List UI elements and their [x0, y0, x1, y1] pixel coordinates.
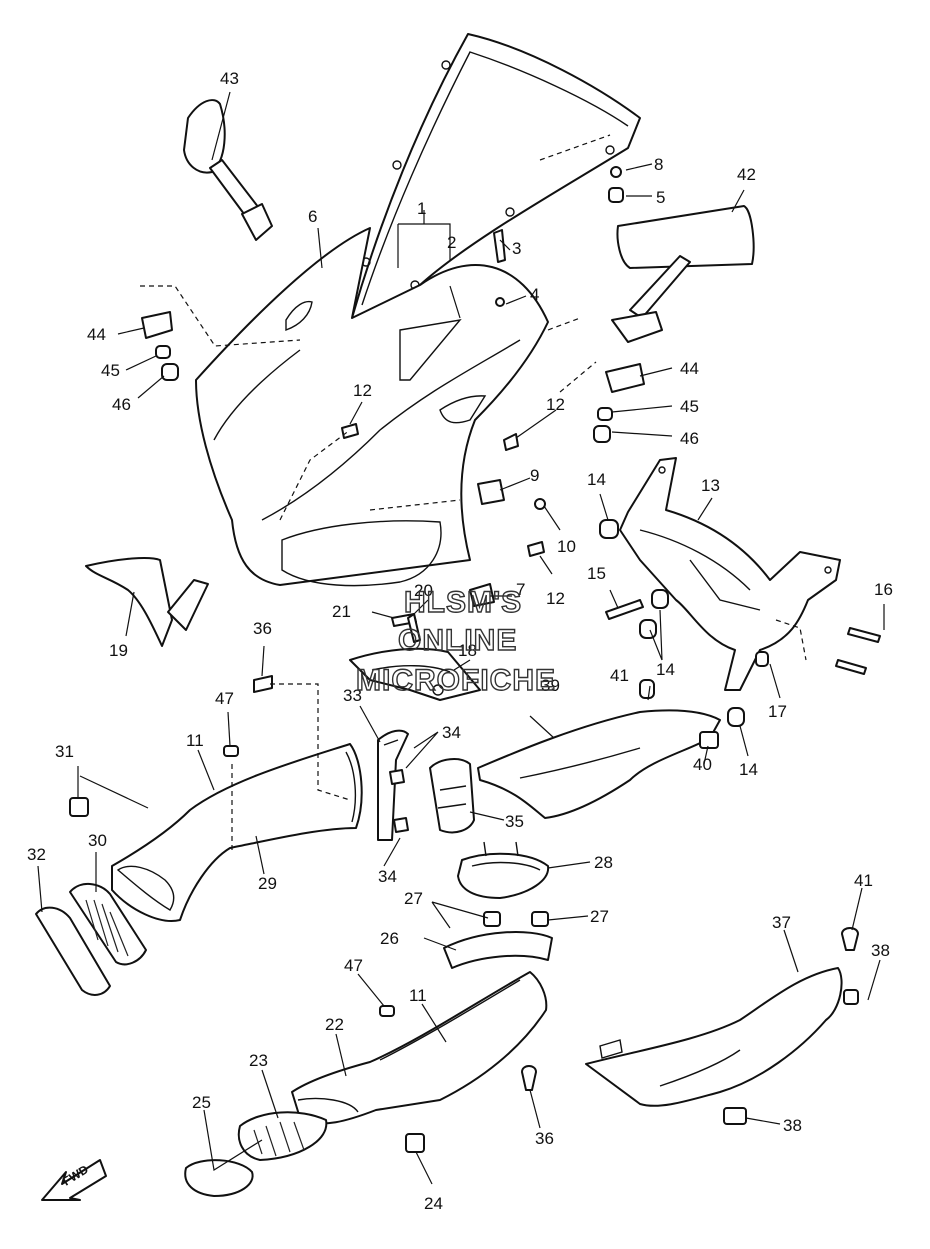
callout-16: 16	[874, 580, 893, 599]
air-duct-22	[291, 971, 548, 1125]
callout-34a: 34	[442, 723, 461, 742]
callout-31: 31	[55, 742, 74, 761]
callout-26: 26	[380, 929, 399, 948]
callout-39: 39	[541, 676, 560, 695]
callout-1: 1	[417, 199, 426, 218]
callout-labels: 1 2 3 4 5 6 7 8 9 10 11 11 12 12 12 13 1…	[27, 69, 893, 1213]
clips-27	[483, 911, 549, 927]
callout-14b: 14	[656, 660, 675, 679]
callout-32: 32	[27, 845, 46, 864]
callout-12b: 12	[546, 395, 565, 414]
callout-43: 43	[220, 69, 239, 88]
callout-44a: 44	[87, 325, 106, 344]
rivets	[223, 675, 859, 1091]
reference-lines	[140, 134, 807, 850]
callout-10: 10	[557, 537, 576, 556]
callout-33: 33	[343, 686, 362, 705]
duct-plate-35	[429, 758, 475, 834]
callout-46a: 46	[112, 395, 131, 414]
callout-30: 30	[88, 831, 107, 850]
callout-23: 23	[249, 1051, 268, 1070]
callout-9: 9	[530, 466, 539, 485]
callout-24: 24	[424, 1194, 443, 1213]
cowling-stay-bracket	[619, 457, 841, 691]
callout-14c: 14	[739, 760, 758, 779]
callout-44b: 44	[680, 359, 699, 378]
callout-5: 5	[656, 188, 665, 207]
inner-panel-39	[477, 679, 721, 819]
callout-35: 35	[505, 812, 524, 831]
callout-14a: 14	[587, 470, 606, 489]
callout-47b: 47	[344, 956, 363, 975]
side-cover-19	[85, 557, 209, 647]
bracket-7	[469, 583, 495, 607]
callout-3: 3	[512, 239, 521, 258]
watermark-line-1: HLSM'S	[404, 586, 522, 619]
callout-4: 4	[530, 285, 539, 304]
callout-8: 8	[654, 155, 663, 174]
callout-11b: 11	[409, 986, 427, 1005]
duct-cover-33	[377, 729, 409, 841]
callout-7: 7	[516, 580, 525, 599]
callout-12c: 12	[546, 589, 565, 608]
callout-38b: 38	[783, 1116, 802, 1135]
callout-41a: 41	[610, 666, 629, 685]
seal-25	[184, 1159, 254, 1197]
callout-2: 2	[447, 233, 456, 252]
watermark: HLSM'S ONLINE MICROFICHE	[355, 585, 556, 697]
callout-45b: 45	[680, 397, 699, 416]
duct-grille-30	[69, 883, 147, 966]
callout-20: 20	[414, 581, 433, 600]
callout-21: 21	[332, 602, 351, 621]
callout-42: 42	[737, 165, 756, 184]
callout-19: 19	[109, 641, 128, 660]
seal-32	[35, 906, 111, 996]
callout-17: 17	[768, 702, 787, 721]
callout-46b: 46	[680, 429, 699, 448]
callout-36a: 36	[253, 619, 272, 638]
callout-27a: 27	[404, 889, 423, 908]
callout-11a: 11	[186, 731, 204, 750]
callout-38a: 38	[871, 941, 890, 960]
callout-28: 28	[594, 853, 613, 872]
screw-21-20	[391, 613, 421, 643]
callout-6: 6	[308, 207, 317, 226]
seal-26	[443, 931, 553, 969]
seal-28	[457, 841, 550, 899]
callout-13: 13	[701, 476, 720, 495]
callout-41b: 41	[854, 871, 873, 890]
clip-31	[69, 797, 89, 817]
callout-27b: 27	[590, 907, 609, 926]
callout-22: 22	[325, 1015, 344, 1034]
clip-24	[405, 1133, 425, 1153]
callout-15: 15	[587, 564, 606, 583]
windscreen	[351, 33, 641, 321]
leader-lines	[37, 91, 885, 1185]
callout-34b: 34	[378, 867, 397, 886]
callout-47a: 47	[215, 689, 234, 708]
right-mirror	[611, 205, 755, 343]
callout-18: 18	[458, 641, 477, 660]
callout-40: 40	[693, 755, 712, 774]
inner-panel-18	[349, 647, 481, 701]
callout-45a: 45	[101, 361, 120, 380]
callout-29: 29	[258, 874, 277, 893]
duct-grille-23	[237, 1111, 328, 1161]
side-cover-37	[585, 967, 859, 1125]
watermark-line-2: ONLINE	[398, 624, 517, 657]
hardware-items	[141, 166, 881, 727]
callout-25: 25	[192, 1093, 211, 1112]
air-duct-29	[111, 743, 363, 922]
callout-12a: 12	[353, 381, 372, 400]
callout-37: 37	[772, 913, 791, 932]
fwd-direction-badge: FWD	[41, 1159, 107, 1201]
callout-36b: 36	[535, 1129, 554, 1148]
left-mirror	[183, 99, 273, 241]
watermark-line-3: MICROFICHE	[356, 664, 556, 697]
